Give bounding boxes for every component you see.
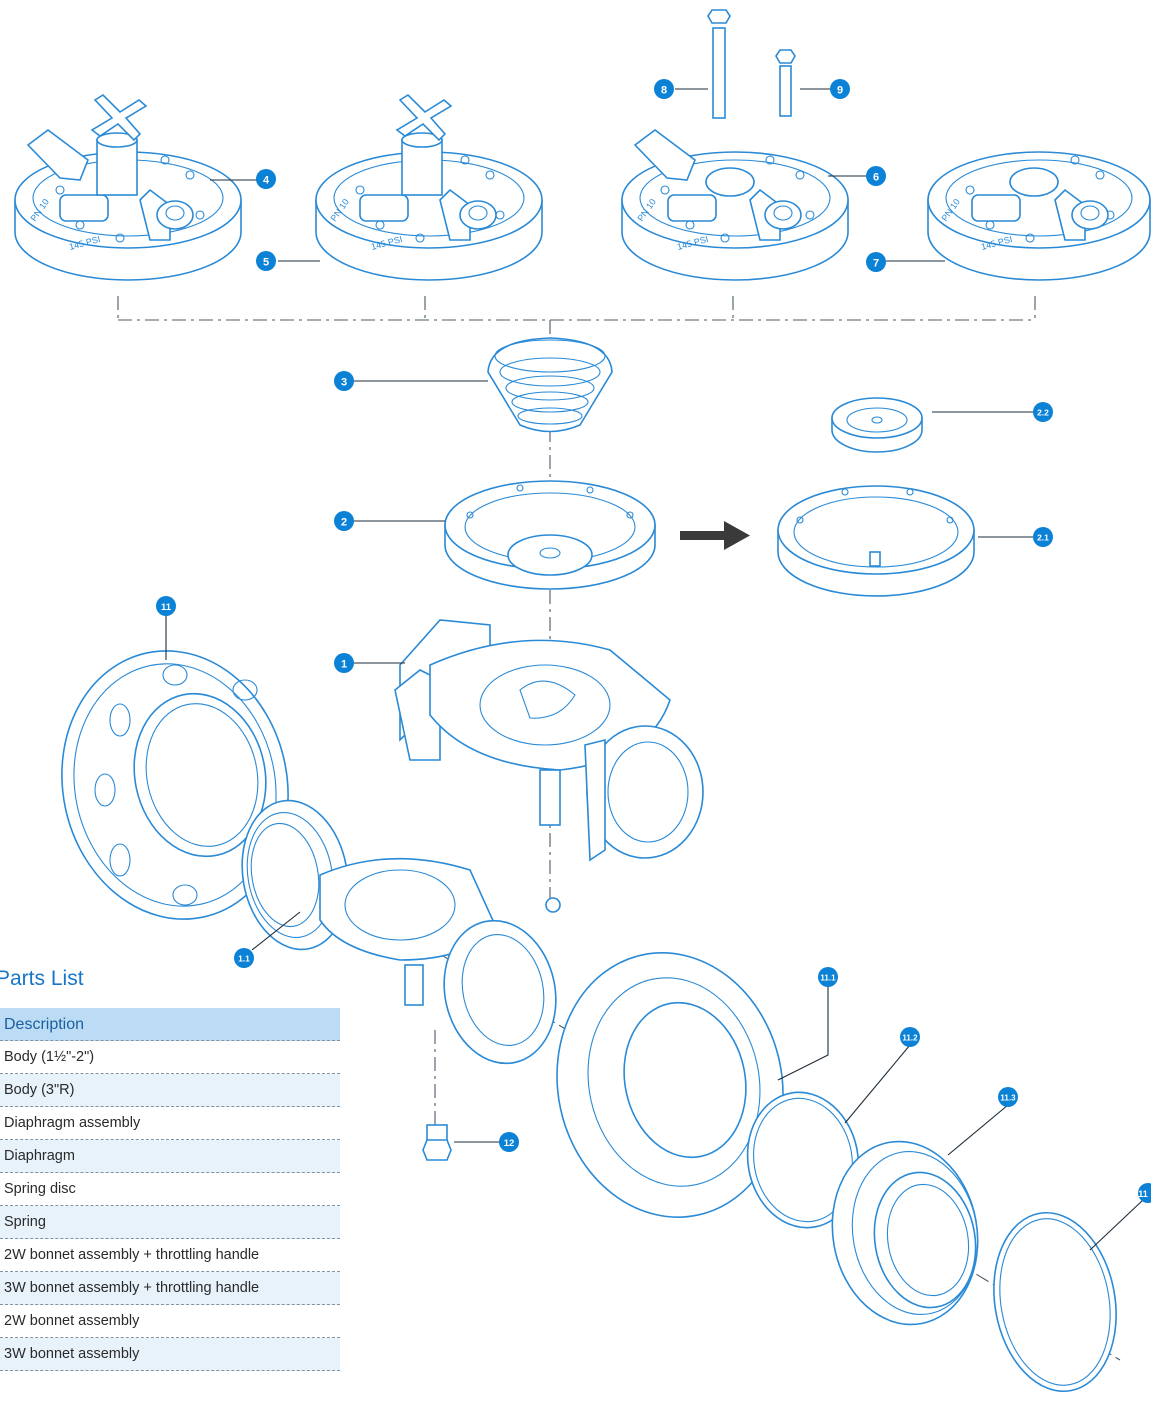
- callout-badge-1: 1: [334, 653, 354, 673]
- parts-list-row: Diaphragm: [0, 1140, 340, 1173]
- callout-badge-2: 2: [334, 511, 354, 531]
- parts-list-row: Body (3"R): [0, 1074, 340, 1107]
- parts-list-row: 3W bonnet assembly + throttling handle: [0, 1272, 340, 1305]
- callout-label-1-1: 1.1: [238, 954, 250, 964]
- callout-badge-1-1: 1.1: [234, 948, 254, 968]
- bolt-9: [775, 49, 796, 117]
- parts-list-row: Diaphragm assembly: [0, 1107, 340, 1140]
- parts-list-row: 3W bonnet assembly: [0, 1338, 340, 1371]
- diaphragm-assembly-2: [444, 480, 656, 590]
- callout-badge-2-2: 2.2: [1033, 402, 1053, 422]
- replacement-arrow: [680, 521, 750, 550]
- callout-label-11-2: 11.2: [902, 1034, 918, 1043]
- bonnet-6-2w: PN 10 145 PSI: [621, 129, 849, 281]
- callout-badge-11-1: 11.1: [818, 967, 838, 987]
- callout-label-11-4: 11: [1138, 1189, 1148, 1199]
- parts-list-row: Body (1½"-2"): [0, 1041, 340, 1074]
- callout-badge-2-1: 2.1: [1033, 527, 1053, 547]
- callout-label-3: 3: [341, 377, 347, 389]
- union-nut-11: [61, 650, 289, 920]
- callout-label-2-1: 2.1: [1037, 533, 1049, 543]
- callout-label-12: 12: [504, 1138, 515, 1149]
- diaphragm-2-1: [777, 485, 975, 597]
- callout-label-11-1: 11.1: [820, 974, 836, 983]
- callout-label-8: 8: [661, 85, 667, 97]
- o-ring-11-2: [746, 1091, 860, 1229]
- union-nut-11-3: [831, 1140, 979, 1326]
- callout-label-1: 1: [341, 659, 347, 671]
- callout-label-2: 2: [341, 517, 347, 529]
- callout-badge-7: 7: [866, 252, 886, 272]
- drain-nut-12: [422, 1124, 452, 1161]
- callout-badge-11-3: 11.3: [998, 1087, 1018, 1107]
- o-ring-11-4: [993, 1211, 1117, 1393]
- callout-badge-6: 6: [866, 166, 886, 186]
- valve-body-1-1: [241, 799, 561, 1065]
- callout-label-4: 4: [263, 175, 270, 187]
- parts-list-row: Spring: [0, 1206, 340, 1239]
- parts-list-row: 2W bonnet assembly: [0, 1305, 340, 1338]
- callout-badge-11: 11: [156, 596, 176, 616]
- parts-list-row: 2W bonnet assembly + throttling handle: [0, 1239, 340, 1272]
- union-end-11-1: [556, 952, 784, 1218]
- callout-badge-11-4: 11: [1138, 1183, 1151, 1203]
- leader-lines: [165, 88, 1144, 1251]
- callout-badge-8: 8: [654, 79, 674, 99]
- callout-label-11-3: 11.3: [1000, 1094, 1016, 1103]
- parts-list-title: Parts List: [0, 967, 84, 990]
- callout-label-5: 5: [263, 257, 269, 269]
- callout-label-11: 11: [161, 602, 172, 613]
- callout-label-9: 9: [837, 85, 843, 97]
- parts-list-table: Parts List Description Body (1½"-2") Bod…: [0, 964, 340, 1371]
- callout-badge-9: 9: [830, 79, 850, 99]
- bonnet-7-3w: PN 10 145 PSI: [927, 151, 1151, 281]
- bolt-8: [707, 9, 731, 119]
- spring-disc-2-2: [831, 397, 923, 453]
- callout-label-2-2: 2.2: [1037, 408, 1049, 418]
- valve-body-1: [394, 619, 704, 862]
- bonnet-4-2w-throttling: PN 10 145 PSI: [14, 93, 242, 281]
- callout-badges: 4 5 6 7 8 9 3 2 2.2 2.1 1 11 1.1 12 11.1…: [156, 79, 1151, 1203]
- callout-badge-3: 3: [334, 371, 354, 391]
- parts-list-row: Spring disc: [0, 1173, 340, 1206]
- bonnet-5-3w-throttling: PN 10 145 PSI: [315, 93, 543, 281]
- spring-3: [487, 337, 613, 433]
- callout-badge-5: 5: [256, 251, 276, 271]
- parts-list-header: Description: [0, 1008, 340, 1041]
- callout-badge-11-2: 11.2: [900, 1027, 920, 1047]
- callout-label-7: 7: [873, 258, 879, 270]
- callout-badge-12: 12: [499, 1132, 519, 1152]
- callout-label-6: 6: [873, 172, 879, 184]
- callout-badge-4: 4: [256, 169, 276, 189]
